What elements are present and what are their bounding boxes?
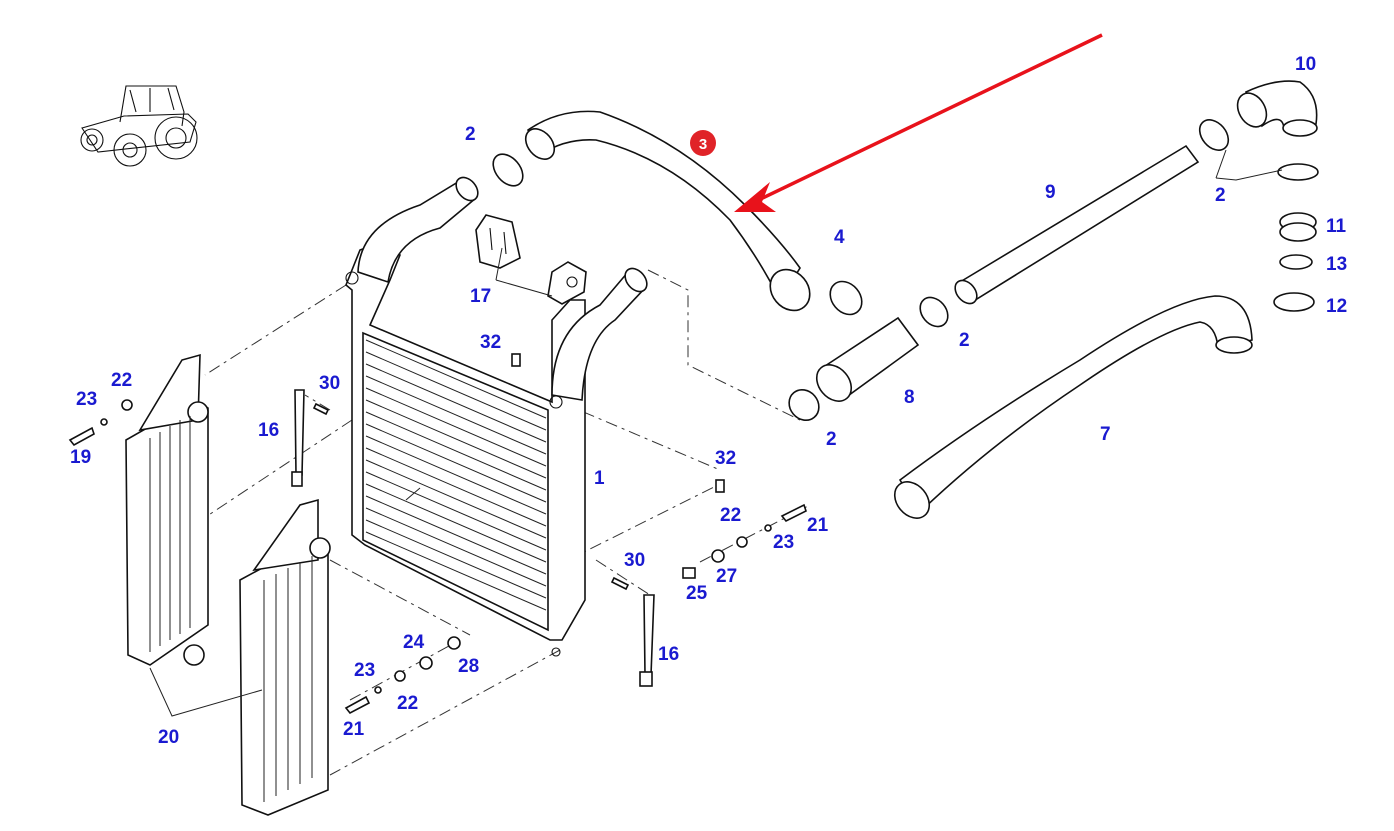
- label-part-30: 30: [624, 550, 645, 571]
- side-cooler-upper: [125, 353, 209, 666]
- intercooler-core: [345, 176, 648, 657]
- label-part-27: 27: [716, 566, 737, 587]
- label-part-21: 21: [343, 719, 365, 740]
- label-part-20: 20: [158, 727, 179, 748]
- label-part-9: 9: [1045, 182, 1056, 203]
- label-part-17: 17: [470, 286, 491, 307]
- label-part-21: 21: [807, 515, 829, 536]
- hardware: [68, 353, 807, 715]
- bracket-17: [475, 214, 587, 305]
- label-part-23: 23: [354, 660, 375, 681]
- hose-8: [815, 316, 920, 402]
- assembly-lines: [185, 269, 811, 776]
- label-part-30: 30: [319, 373, 340, 394]
- label-part-23: 23: [76, 389, 97, 410]
- red-arrow-icon: [734, 33, 1103, 212]
- label-part-13: 13: [1326, 254, 1347, 275]
- side-cooler-lower: [239, 498, 331, 816]
- label-part-28: 28: [458, 656, 479, 677]
- part-labels: 1 2 2 2 2 4 7 8 9 10 11 12 13 16 16 17 1…: [70, 54, 1347, 748]
- label-part-11: 11: [1326, 216, 1347, 237]
- label-part-1: 1: [594, 468, 605, 489]
- label-part-2: 2: [826, 429, 837, 450]
- label-part-16: 16: [258, 420, 279, 441]
- hose-7: [893, 295, 1253, 519]
- label-part-8: 8: [904, 387, 915, 408]
- highlight-badge-text: 3: [699, 136, 707, 153]
- label-part-23: 23: [773, 532, 794, 553]
- clamps: [492, 119, 1319, 422]
- highlight-badge: 3: [690, 130, 716, 156]
- label-part-22: 22: [720, 505, 741, 526]
- label-part-32: 32: [715, 448, 736, 469]
- label-part-7: 7: [1100, 424, 1111, 445]
- label-part-24: 24: [403, 632, 425, 653]
- leader-lines: [149, 149, 1283, 717]
- label-part-25: 25: [686, 583, 708, 604]
- label-part-12: 12: [1326, 296, 1347, 317]
- core-fins: [365, 339, 547, 611]
- label-part-19: 19: [70, 447, 91, 468]
- label-part-32: 32: [480, 332, 501, 353]
- label-part-22: 22: [397, 693, 418, 714]
- label-part-2: 2: [1215, 185, 1226, 206]
- elbow-10: [1236, 80, 1318, 137]
- label-part-2: 2: [465, 124, 476, 145]
- label-part-2: 2: [959, 330, 970, 351]
- tractor-icon: [80, 85, 198, 167]
- label-part-4: 4: [834, 227, 845, 248]
- label-part-10: 10: [1295, 54, 1316, 75]
- label-part-16: 16: [658, 644, 679, 665]
- pipe-9: [954, 144, 1200, 305]
- label-part-22: 22: [111, 370, 132, 391]
